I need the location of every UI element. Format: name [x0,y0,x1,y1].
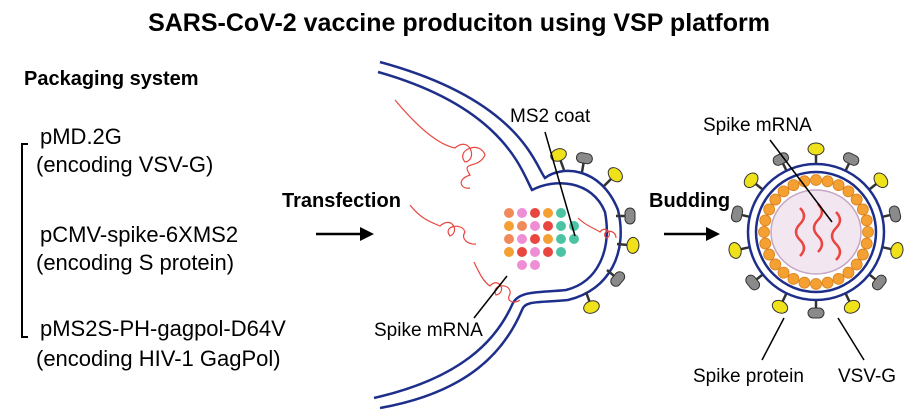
capsid-bead [842,266,855,279]
ms2-coat-dot-grid [504,208,579,270]
capsid-bead [769,193,782,206]
capsid-bead [810,278,822,290]
capsid-bead [810,174,822,186]
ms2-coat-dot [543,234,553,244]
ms2-coat-dot [517,247,527,257]
capsid-bead [759,214,772,227]
spike-protein-label: Spike protein [693,366,804,387]
ms2-coat-dot [556,221,566,231]
capsid-bead [860,237,873,250]
ms2-coat-dot [530,234,540,244]
capsid-bead [842,185,855,198]
ms2-coat-dot [530,247,540,257]
plasmid-name-pmd2g: pMD.2G [40,124,122,149]
cell-mrna-strands [394,99,617,303]
vsvg-icon [575,152,593,173]
spike-protein-icon [603,167,623,187]
capsid-bead [856,203,869,216]
ms2-coat-dot [504,208,514,218]
packaging-system-heading: Packaging system [24,68,199,90]
plasmid-name-pms2s-gagpol: pMS2S-PH-gagpol-D64V [40,316,286,341]
ms2-coat-dot [543,247,553,257]
capsid-bead [763,203,776,216]
vlp-mrna-strands [794,203,842,261]
ms2-coat-dot [543,208,553,218]
ms2-coat-dot [517,221,527,231]
spike-protein-icon [583,291,600,314]
vsvg-icon [867,272,887,291]
vsvg-leader-line [837,317,865,361]
cell-spike-mrna-label: Spike mRNA [374,320,483,341]
capsid-bead [787,272,800,285]
ms2-coat-dot [504,221,514,231]
ms2-coat-dot [556,234,566,244]
capsid-bead [850,193,863,206]
particle-spike-mrna-leader-line [769,139,833,223]
spike-protein-icon [616,236,640,254]
plasmid-desc-pms2s-gagpol: (encoding HIV-1 GagPol) [36,346,281,371]
capsid-bead [862,226,874,238]
plasmid-desc-pmd2g: (encoding VSV-G) [36,152,214,177]
ms2-coat-dot [543,221,553,231]
capsid-bead [821,276,834,289]
spike-protein-icon [807,142,825,165]
cell-membrane [373,60,622,410]
ms2-coat-leader-line [544,131,576,237]
spike-protein-leader-line [761,317,785,361]
capsid-bead [758,226,770,238]
capsid-bead [759,237,772,250]
plasmid-desc-pcmv-spike: (encoding S protein) [36,250,235,275]
ms2-coat-dot [504,247,514,257]
budding-label: Budding [649,190,731,212]
capsid-bead [832,179,845,192]
capsid-bead [850,258,863,271]
ms2-coat-dot [517,208,527,218]
ms2-coat-dot [556,208,566,218]
cell-spike-mrna-leader-line [473,275,508,319]
bud-surface-proteins [550,148,640,314]
ms2-coat-dot [569,234,579,244]
page-title: SARS-CoV-2 vaccine produciton using VSP … [148,9,770,37]
capsid-bead [798,175,811,188]
virus-like-particle [728,142,904,319]
particle-spike-mrna-label: Spike mRNA [703,115,812,136]
capsid-bead [798,276,811,289]
capsid-bead [860,214,873,227]
plasmid-bracket [21,143,28,338]
ms2-coat-dot [517,234,527,244]
ms2-coat-dot [530,260,540,270]
capsid-bead [821,175,834,188]
transfection-arrow [316,227,374,241]
capsid-bead [832,272,845,285]
ms2-coat-dot [556,247,566,257]
ms2-coat-dot [504,234,514,244]
ms2-coat-dot [530,221,540,231]
vsvg-icon [616,207,636,225]
capsid-bead [763,248,776,261]
vsvg-label: VSV-G [838,366,897,387]
ms2-coat-dot [530,208,540,218]
capsid-bead [856,248,869,261]
ms2-coat-dot [517,260,527,270]
capsid-bead [787,179,800,192]
vsvg-icon [730,205,751,223]
ms2-coat-label: MS2 coat [510,106,591,127]
capsid-beads [758,174,874,290]
plasmid-name-pcmv-spike: pCMV-spike-6XMS2 [40,222,239,247]
capsid-bead [769,258,782,271]
transfection-label: Transfection [282,190,401,212]
spike-protein-icon [550,148,567,171]
budding-arrow [664,227,720,241]
vsvg-icon [606,269,626,287]
vsvg-icon [807,299,825,319]
capsid-bead [777,266,790,279]
capsid-bead [777,185,790,198]
